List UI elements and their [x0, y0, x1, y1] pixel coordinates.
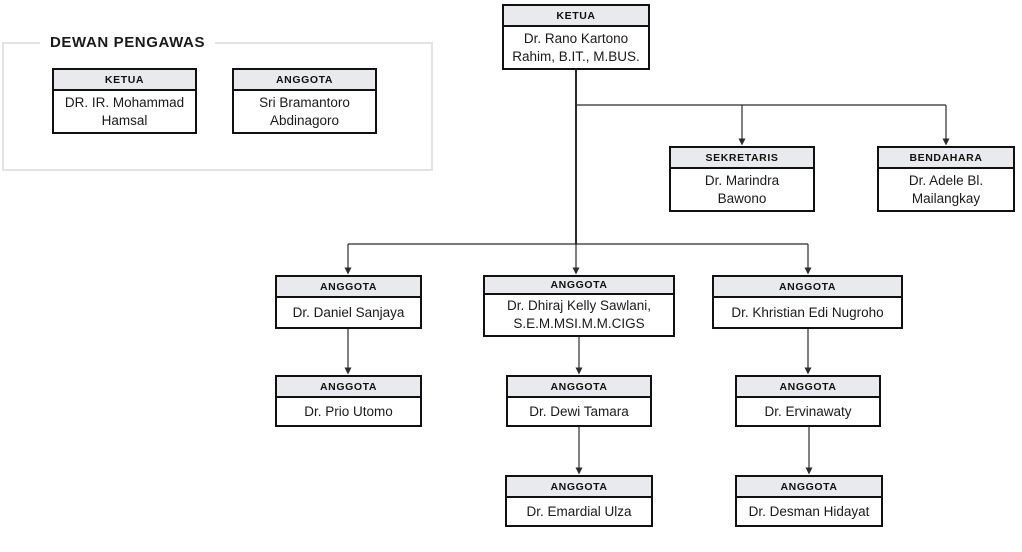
node-role-label: ANGGOTA: [234, 70, 375, 91]
org-node-pengawas-ketua: KETUA DR. IR. Mohammad Hamsal: [52, 68, 197, 134]
section-title: DEWAN PENGAWAS: [40, 34, 216, 51]
org-node-anggota-prio-utomo: ANGGOTA Dr. Prio Utomo: [275, 375, 422, 427]
node-name-label: Dr. Marindra Bawono: [704, 172, 780, 206]
node-role-label: ANGGOTA: [485, 277, 673, 295]
node-name-label: Sri Bramantoro Abdinagoro: [259, 94, 350, 128]
node-name-label: Dr. Dewi Tamara: [529, 403, 629, 419]
node-name-label: Dr. Emardial Ulza: [526, 503, 632, 519]
node-role-label: ANGGOTA: [277, 277, 420, 298]
node-name-label: Dr. Ervinawaty: [764, 403, 852, 419]
node-role-label: KETUA: [54, 70, 195, 91]
org-node-anggota-desman-hidayat: ANGGOTA Dr. Desman Hidayat: [735, 475, 883, 527]
node-name-label: Dr. Daniel Sanjaya: [292, 304, 405, 320]
node-name-label: Dr. Khristian Edi Nugroho: [731, 304, 884, 320]
org-node-anggota-ervinawaty: ANGGOTA Dr. Ervinawaty: [735, 375, 881, 427]
node-name-label: Dr. Adele Bl. Mailangkay: [908, 172, 984, 206]
org-node-anggota-dhiraj-sawlani: ANGGOTA Dr. Dhiraj Kelly Sawlani, S.E.M.…: [483, 275, 675, 337]
node-name-label: Dr. Prio Utomo: [304, 403, 393, 419]
node-role-label: ANGGOTA: [508, 377, 650, 398]
node-role-label: KETUA: [504, 6, 648, 27]
node-name-label: Dr. Desman Hidayat: [748, 503, 870, 519]
node-role-label: ANGGOTA: [507, 477, 651, 498]
node-role-label: ANGGOTA: [737, 477, 881, 498]
org-node-anggota-daniel-sanjaya: ANGGOTA Dr. Daniel Sanjaya: [275, 275, 422, 329]
org-node-pengawas-anggota: ANGGOTA Sri Bramantoro Abdinagoro: [232, 68, 377, 134]
node-role-label: SEKRETARIS: [671, 148, 813, 169]
org-node-ketua: KETUA Dr. Rano Kartono Rahim, B.IT., M.B…: [502, 4, 650, 70]
org-node-bendahara: BENDAHARA Dr. Adele Bl. Mailangkay: [877, 146, 1015, 212]
node-role-label: BENDAHARA: [879, 148, 1013, 169]
org-node-anggota-dewi-tamara: ANGGOTA Dr. Dewi Tamara: [506, 375, 652, 427]
node-name-label: DR. IR. Mohammad Hamsal: [64, 94, 185, 128]
node-name-label: Dr. Dhiraj Kelly Sawlani, S.E.M.MSI.M.M.…: [506, 298, 652, 331]
node-name-label: Dr. Rano Kartono Rahim, B.IT., M.BUS.: [512, 30, 640, 64]
org-node-anggota-emardial-ulza: ANGGOTA Dr. Emardial Ulza: [505, 475, 653, 527]
org-node-anggota-khristian-nugroho: ANGGOTA Dr. Khristian Edi Nugroho: [712, 275, 903, 329]
node-role-label: ANGGOTA: [277, 377, 420, 398]
org-node-sekretaris: SEKRETARIS Dr. Marindra Bawono: [669, 146, 815, 212]
node-role-label: ANGGOTA: [737, 377, 879, 398]
node-role-label: ANGGOTA: [714, 277, 901, 298]
